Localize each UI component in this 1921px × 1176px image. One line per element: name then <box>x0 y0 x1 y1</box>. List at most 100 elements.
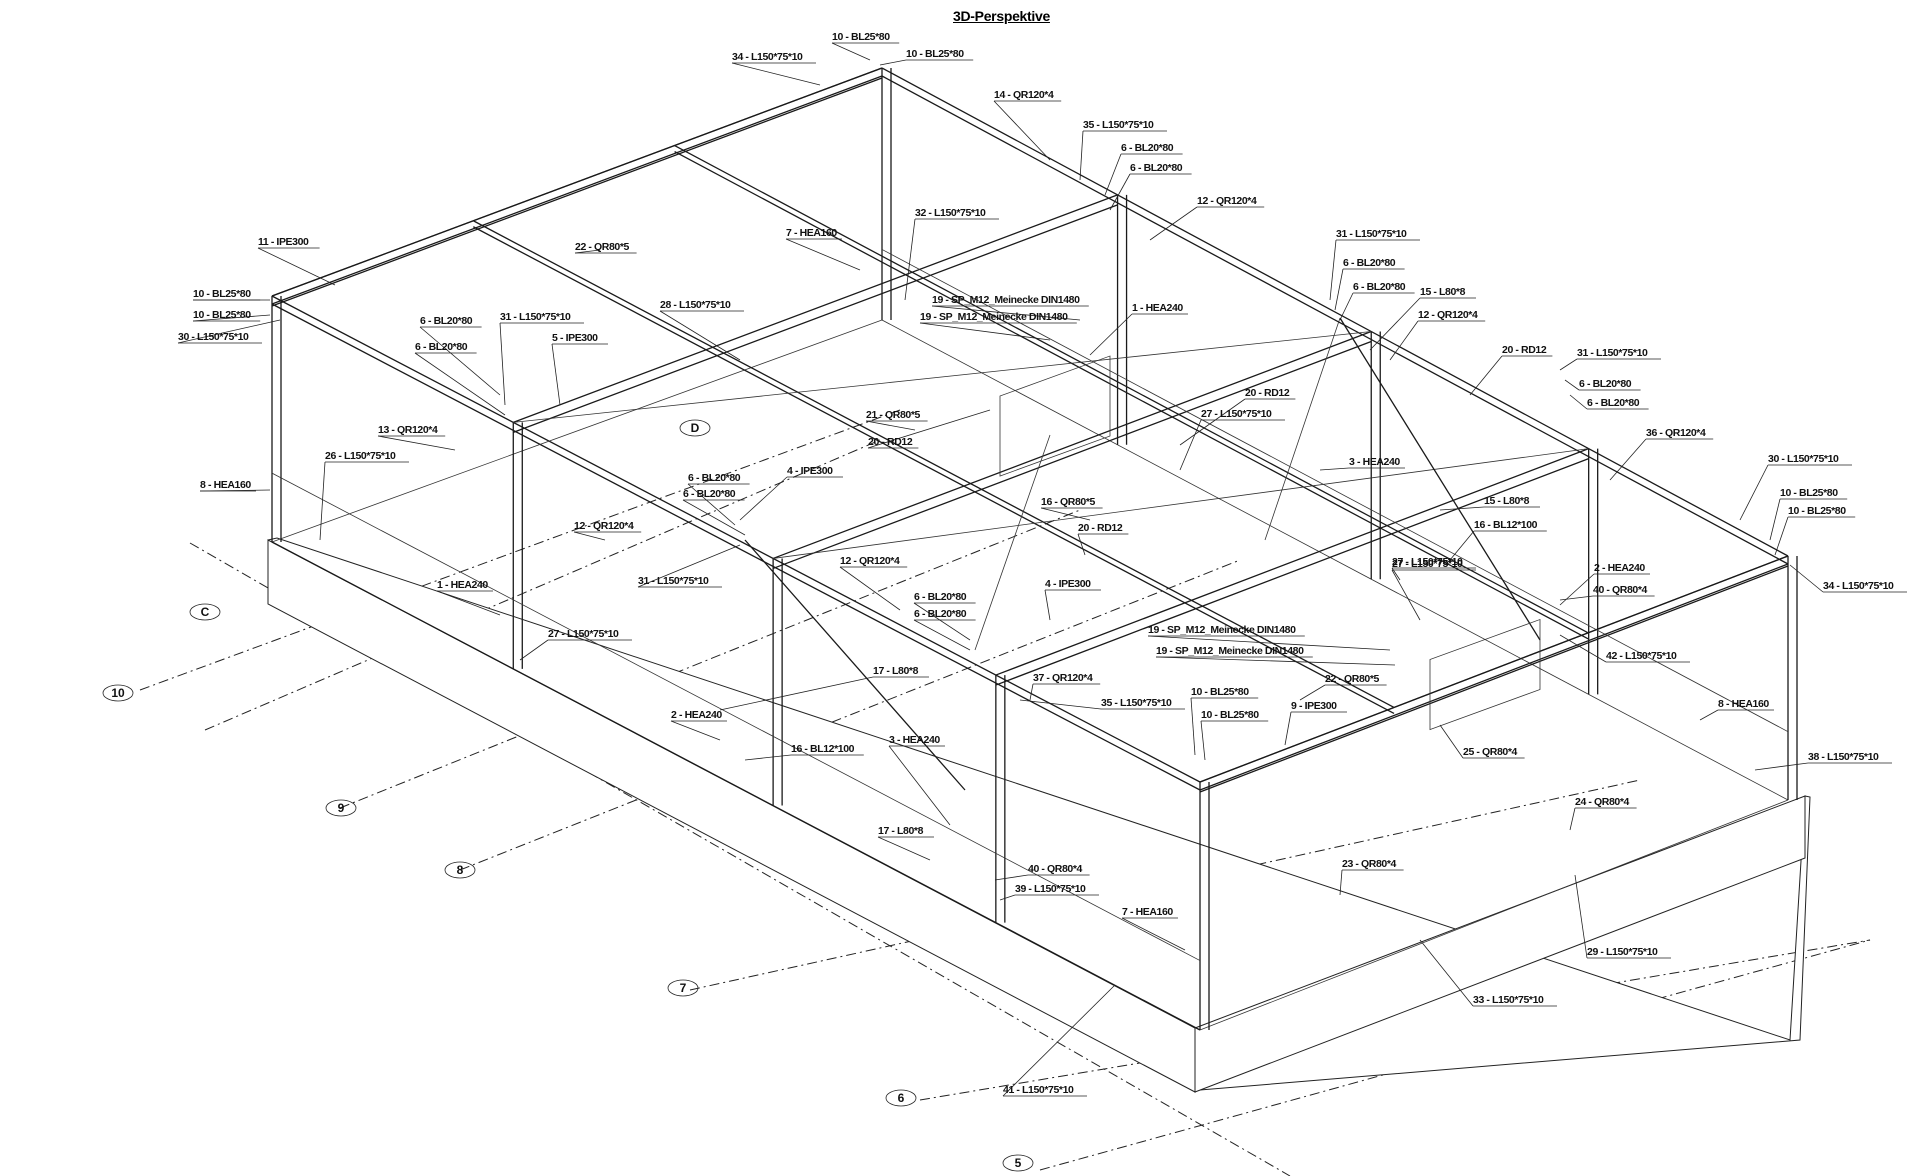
leader-46 <box>1439 506 1485 511</box>
leader-48 <box>1774 516 1789 556</box>
axis-bubble-9 <box>325 799 357 817</box>
roof-girder-4-inner <box>1199 565 1789 793</box>
member-label-36: 36 - QR120*4 <box>1646 427 1706 439</box>
member-label-75: 16 - BL12*100 <box>791 743 855 755</box>
leader-86 <box>1574 874 1588 959</box>
grid-line-2 <box>204 439 881 731</box>
grid-line-0 <box>189 542 1291 1176</box>
leader-50 <box>1077 533 1086 556</box>
member-label-41: 8 - HEA160 <box>200 479 251 491</box>
leader-75 <box>744 754 792 761</box>
member-label-43: 4 - IPE300 <box>787 465 833 477</box>
leader-17 <box>414 352 506 416</box>
leader-29 <box>1559 358 1578 371</box>
member-label-42: 6 - BL20*80 <box>688 472 741 484</box>
member-label-17: 6 - BL20*80 <box>415 341 468 353</box>
leader-20 <box>931 305 1081 321</box>
member-label-14: 30 - L150*75*10 <box>178 331 249 343</box>
leader-28 <box>1179 398 1246 446</box>
leader-21 <box>919 322 1051 341</box>
leader-82 <box>994 874 1029 881</box>
leader-88 <box>1002 984 1116 1097</box>
purlin-1 <box>674 144 1589 634</box>
leader-7 <box>1149 206 1198 241</box>
member-label-58: 40 - QR80*4 <box>1593 584 1648 596</box>
axis-bubble-8 <box>444 861 476 879</box>
leader-36 <box>1609 438 1647 481</box>
back-rail-0 <box>881 249 1789 733</box>
member-label-51: 16 - BL12*100 <box>1474 519 1538 531</box>
member-label-35: 21 - QR80*5 <box>866 409 921 421</box>
wall-brace-1 <box>744 539 966 791</box>
member-label-62: 27 - L150*75*10 <box>1392 556 1463 568</box>
member-label-88: 41 - L150*75*10 <box>1003 1084 1074 1096</box>
member-label-25: 6 - BL20*80 <box>1353 281 1406 293</box>
leader-44 <box>682 499 746 536</box>
roof-rod-1 <box>1264 317 1341 541</box>
leader-73 <box>670 720 721 741</box>
member-label-21: 19 - SP_M12_Meinecke DIN1480 <box>920 311 1068 323</box>
door-frame-2 <box>1429 618 1541 731</box>
member-label-9: 22 - QR80*5 <box>575 241 630 253</box>
axis-label-10: 10 <box>111 686 125 700</box>
member-label-31: 6 - BL20*80 <box>1587 397 1640 409</box>
leader-4 <box>1079 130 1084 181</box>
member-label-45: 16 - QR80*5 <box>1041 496 1096 508</box>
member-label-68: 42 - L150*75*10 <box>1606 650 1677 662</box>
member-label-34: 27 - L150*75*10 <box>1201 408 1272 420</box>
member-label-24: 6 - BL20*80 <box>1343 257 1396 269</box>
member-label-77: 25 - QR80*4 <box>1463 746 1518 758</box>
axis-label-5: 5 <box>1015 1156 1022 1170</box>
member-label-40: 30 - L150*75*10 <box>1768 453 1839 465</box>
member-label-29: 31 - L150*75*10 <box>1577 347 1648 359</box>
grid-line-7 <box>1039 939 1871 1171</box>
leader-22 <box>1089 313 1133 356</box>
drawing-title: 3D-Perspektive <box>953 8 1050 24</box>
leader-15 <box>419 326 501 396</box>
leader-19 <box>659 310 741 361</box>
leader-85 <box>1121 917 1186 951</box>
roof-edge-left-inner <box>271 75 883 305</box>
roof-girder-0-inner <box>271 77 883 307</box>
leader-30 <box>1564 379 1580 391</box>
member-label-27: 12 - QR120*4 <box>1418 309 1478 321</box>
leader-3 <box>993 100 1051 161</box>
axis-label-C: C <box>201 605 210 619</box>
member-label-66: 37 - QR120*4 <box>1033 672 1093 684</box>
leader-74 <box>1699 709 1719 721</box>
member-label-48: 10 - BL25*80 <box>1788 505 1846 517</box>
leader-51 <box>1449 530 1475 561</box>
axis-bubble-6 <box>885 1089 917 1107</box>
leader-47 <box>1769 498 1781 541</box>
leader-38 <box>1469 355 1503 396</box>
member-label-15: 6 - BL20*80 <box>420 315 473 327</box>
leader-79 <box>1754 762 1809 771</box>
leader-33 <box>867 409 991 449</box>
member-label-32: 13 - QR120*4 <box>378 424 438 436</box>
leader-16 <box>499 322 506 406</box>
base-edge-left <box>271 319 883 543</box>
grid-line-1 <box>139 409 901 691</box>
member-label-86: 29 - L150*75*10 <box>1587 946 1658 958</box>
member-label-55: 2 - HEA240 <box>1594 562 1645 574</box>
leader-87 <box>1419 939 1474 1007</box>
member-label-84: 23 - QR80*4 <box>1342 858 1397 870</box>
leader-37 <box>319 461 326 541</box>
leader-8 <box>257 247 336 286</box>
roof-girder-3 <box>995 448 1589 676</box>
leader-65 <box>719 676 874 711</box>
foundation-slab <box>267 537 1811 1093</box>
member-label-19: 28 - L150*75*10 <box>660 299 731 311</box>
roof-girder-4 <box>1199 555 1789 783</box>
label-leaders <box>177 42 1907 1097</box>
member-label-4: 35 - L150*75*10 <box>1083 119 1154 131</box>
leader-27 <box>1389 320 1419 361</box>
leader-6 <box>1109 173 1131 211</box>
member-label-82: 40 - QR80*4 <box>1028 863 1083 875</box>
roof-edge-back <box>881 67 1789 557</box>
member-label-38: 20 - RD12 <box>1502 344 1547 356</box>
roof-girder-2 <box>772 330 1372 560</box>
base-edge-front <box>271 541 1201 1031</box>
